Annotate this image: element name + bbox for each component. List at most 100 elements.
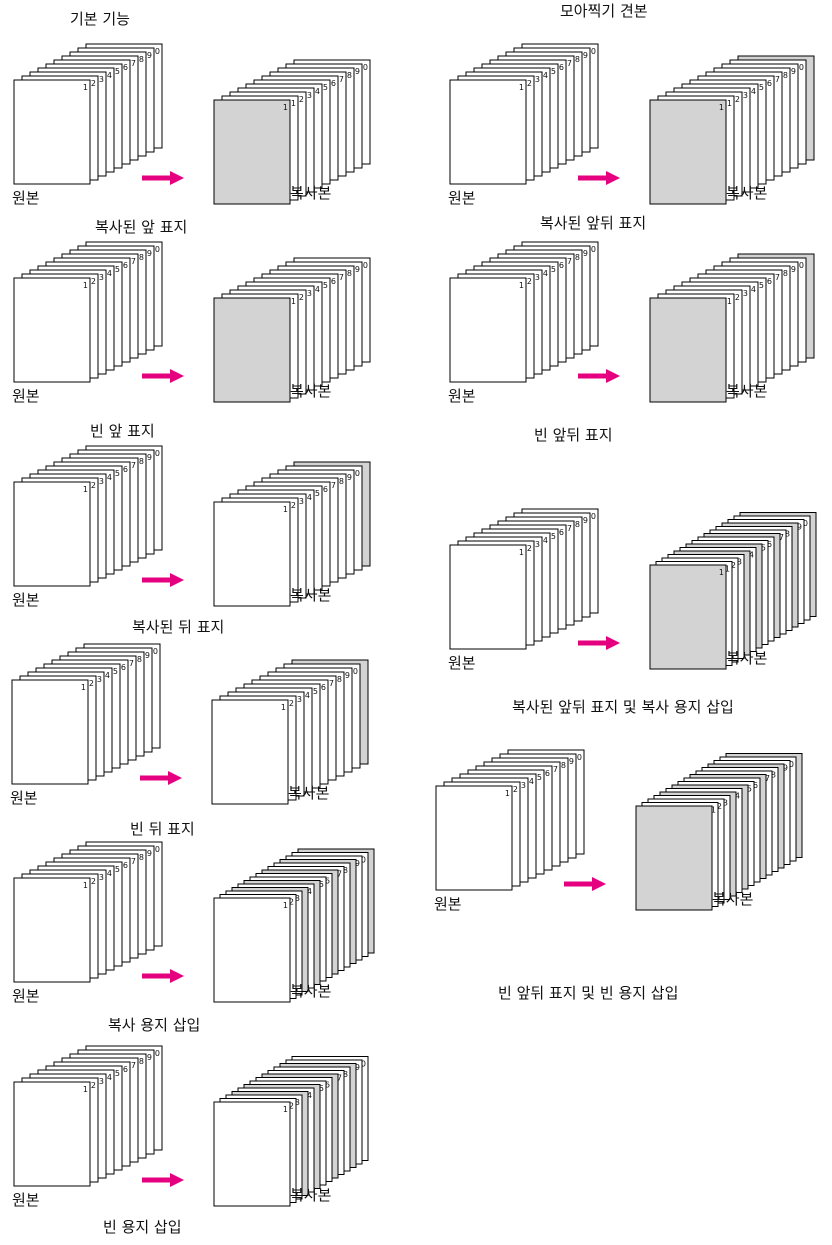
cover-sheet: [213, 99, 291, 205]
page-number: 1: [505, 789, 510, 798]
page-number: 5: [319, 1084, 324, 1093]
original-label: 원본: [12, 987, 40, 1005]
page-number: 5: [759, 281, 764, 290]
page-number: 2: [527, 277, 532, 286]
original-page: [13, 1081, 91, 1187]
page-number: 2: [291, 501, 296, 510]
diagram-caption: 복사된 앞뒤 표지: [540, 214, 646, 232]
page-number: 1: [719, 103, 724, 112]
copy-page: [211, 699, 289, 805]
page-number: 9: [783, 764, 788, 773]
page-number: 1: [283, 505, 288, 514]
original-label: 원본: [12, 387, 40, 405]
page-number: 6: [121, 663, 126, 672]
page-number: 10: [150, 47, 160, 56]
insert-sheet: [649, 564, 727, 670]
page-number: 5: [115, 67, 120, 76]
arrow-head: [168, 771, 182, 785]
page-number: 7: [567, 524, 572, 533]
original-page: [13, 481, 91, 587]
page-number: 7: [337, 1074, 342, 1083]
page-number: 8: [575, 253, 580, 262]
page-number: 8: [347, 71, 352, 80]
copy-label: 복사본: [726, 184, 767, 202]
page-number: 4: [735, 792, 740, 801]
cover-sheet: [649, 297, 727, 403]
page-number: 1: [727, 99, 732, 108]
page-number: 1: [519, 281, 524, 290]
page-number: 4: [315, 87, 320, 96]
page-number: 8: [771, 771, 776, 780]
arrow-icon: [140, 771, 182, 785]
page-number: 6: [767, 277, 772, 286]
page-number: 5: [113, 667, 118, 676]
page-number: 2: [91, 79, 96, 88]
page-number: 3: [743, 289, 748, 298]
arrow-shaft: [140, 775, 170, 781]
arrow-icon: [142, 171, 184, 185]
page-number: 10: [794, 63, 804, 72]
diagram-caption: 빈 용지 삽입: [103, 1218, 182, 1236]
original-label: 원본: [12, 591, 40, 609]
page-number: 9: [147, 453, 152, 462]
copy-page: [213, 897, 291, 1003]
page-number: 6: [331, 277, 336, 286]
page-number: 10: [150, 845, 160, 854]
page-number: 3: [535, 75, 540, 84]
arrow-icon: [578, 636, 620, 650]
page-number: 6: [123, 63, 128, 72]
page-number: 6: [321, 683, 326, 692]
page-number: 2: [91, 877, 96, 886]
page-number: 7: [331, 481, 336, 490]
page-number: 7: [775, 273, 780, 282]
page-number: 9: [797, 523, 802, 532]
page-number: 2: [91, 481, 96, 490]
original-page: [449, 544, 527, 650]
arrow-head: [606, 171, 620, 185]
page-number: 9: [147, 51, 152, 60]
page-number: 8: [783, 71, 788, 80]
page-number: 10: [572, 753, 582, 762]
copy-page: [213, 501, 291, 607]
page-number: 3: [99, 75, 104, 84]
original-label: 원본: [434, 895, 462, 913]
original-label: 원본: [10, 789, 38, 807]
page-number: 4: [105, 671, 110, 680]
page-number: 8: [139, 253, 144, 262]
page-number: 4: [305, 691, 310, 700]
header-basic-functions: 기본 기능: [70, 10, 130, 28]
page-number: 9: [583, 249, 588, 258]
diagram-caption: 빈 앞뒤 표지 및 빈 용지 삽입: [498, 984, 678, 1002]
page-number: 1: [519, 83, 524, 92]
page-number: 6: [123, 465, 128, 474]
page-number: 5: [551, 532, 556, 541]
page-number: 10: [150, 449, 160, 458]
page-number: 9: [355, 265, 360, 274]
page-number: 1: [725, 565, 730, 574]
page-number: 2: [91, 1081, 96, 1090]
page-number: 6: [767, 79, 772, 88]
page-number: 2: [299, 293, 304, 302]
page-number: 2: [735, 95, 740, 104]
original-page: [449, 79, 527, 185]
page-number: 5: [761, 544, 766, 553]
page-number: 4: [749, 551, 754, 560]
page-number: 3: [723, 799, 728, 808]
page-number: 3: [299, 497, 304, 506]
page-number: 2: [289, 699, 294, 708]
page-number: 1: [291, 99, 296, 108]
arrow-shaft: [142, 373, 172, 379]
page-number: 1: [711, 806, 716, 815]
arrow-head: [170, 573, 184, 587]
page-number: 4: [751, 285, 756, 294]
page-number: 7: [329, 679, 334, 688]
arrow-icon: [142, 969, 184, 983]
